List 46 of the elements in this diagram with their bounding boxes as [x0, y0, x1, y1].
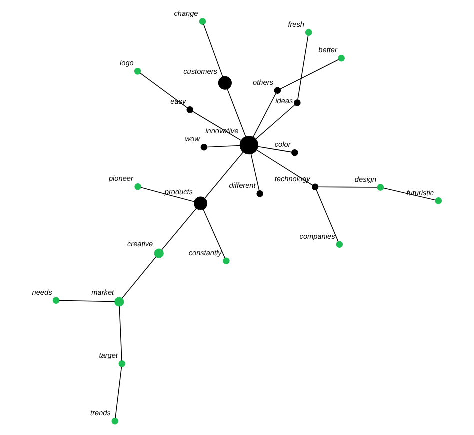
connector: [140, 187, 195, 202]
node-circle: [223, 258, 230, 264]
node-circle: [134, 183, 142, 190]
node-circle: [294, 100, 301, 106]
connector: [383, 188, 436, 201]
node-circle: [200, 144, 208, 151]
node-circle: [377, 184, 384, 191]
node-circle: [112, 418, 119, 425]
connector: [256, 150, 314, 186]
node-circle: [305, 29, 312, 36]
node-circle: [186, 106, 194, 114]
connector: [227, 88, 246, 138]
node-circle: [274, 87, 282, 94]
connector: [206, 145, 240, 148]
node-circle: [154, 248, 164, 258]
connector: [250, 154, 260, 192]
connector: [115, 366, 122, 419]
node-circle: [118, 360, 126, 368]
connector: [119, 306, 122, 362]
node-circle: [199, 18, 206, 25]
node-circle: [240, 136, 258, 155]
node-circle: [292, 149, 298, 156]
connector: [204, 152, 244, 199]
node-circle: [194, 196, 208, 210]
connector: [203, 24, 224, 78]
node-circle: [435, 198, 442, 204]
connector: [122, 256, 157, 299]
node-circle: [338, 54, 345, 62]
connector: [256, 104, 296, 140]
connector: [316, 190, 339, 242]
connector: [140, 72, 188, 108]
connector: [59, 300, 116, 302]
connector: [280, 59, 340, 90]
node-circle: [114, 297, 124, 307]
node-circle: [218, 76, 232, 90]
node-circle: [256, 190, 264, 198]
node-circle: [52, 297, 60, 304]
connector: [252, 92, 277, 138]
connector: [162, 208, 197, 250]
connector: [298, 35, 309, 100]
connector: [203, 209, 226, 258]
node-circle: [312, 184, 319, 190]
node-circle: [336, 241, 344, 248]
node-circle: [134, 68, 142, 75]
connector: [258, 146, 292, 153]
connector: [318, 186, 378, 188]
